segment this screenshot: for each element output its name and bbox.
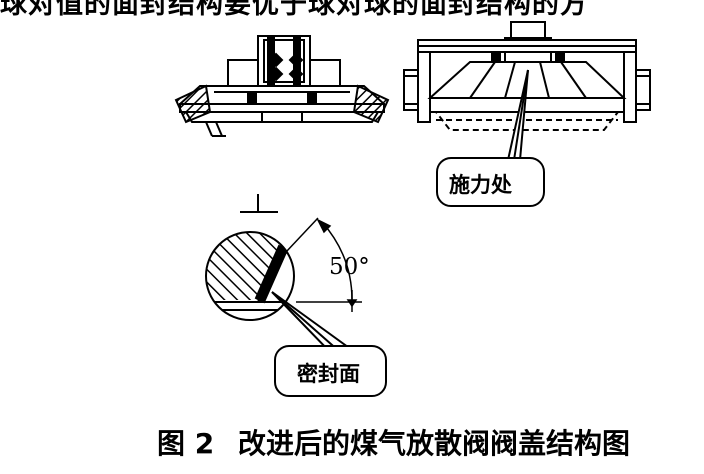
force-point-label: 施力处	[449, 173, 512, 197]
seal-face-label: 密封面	[297, 362, 360, 386]
force-point-callout	[436, 69, 545, 207]
caption-number: 图 2	[157, 427, 215, 460]
cropped-header-text: 球对值的面封结构要优于球对球的面封结构的方	[0, 0, 588, 20]
section-marker	[240, 194, 278, 213]
detail-view-circle	[205, 231, 295, 321]
caption-title: 改进后的煤气放散阀阀盖结构图	[238, 427, 631, 460]
seal-face-callout	[271, 291, 387, 397]
right-external-view	[403, 21, 651, 131]
angle-dimension	[285, 217, 362, 312]
figure-caption: 图 2 改进后的煤气放散阀阀盖结构图	[0, 418, 704, 468]
angle-label: 50°	[329, 254, 370, 280]
left-section-view	[174, 35, 390, 137]
